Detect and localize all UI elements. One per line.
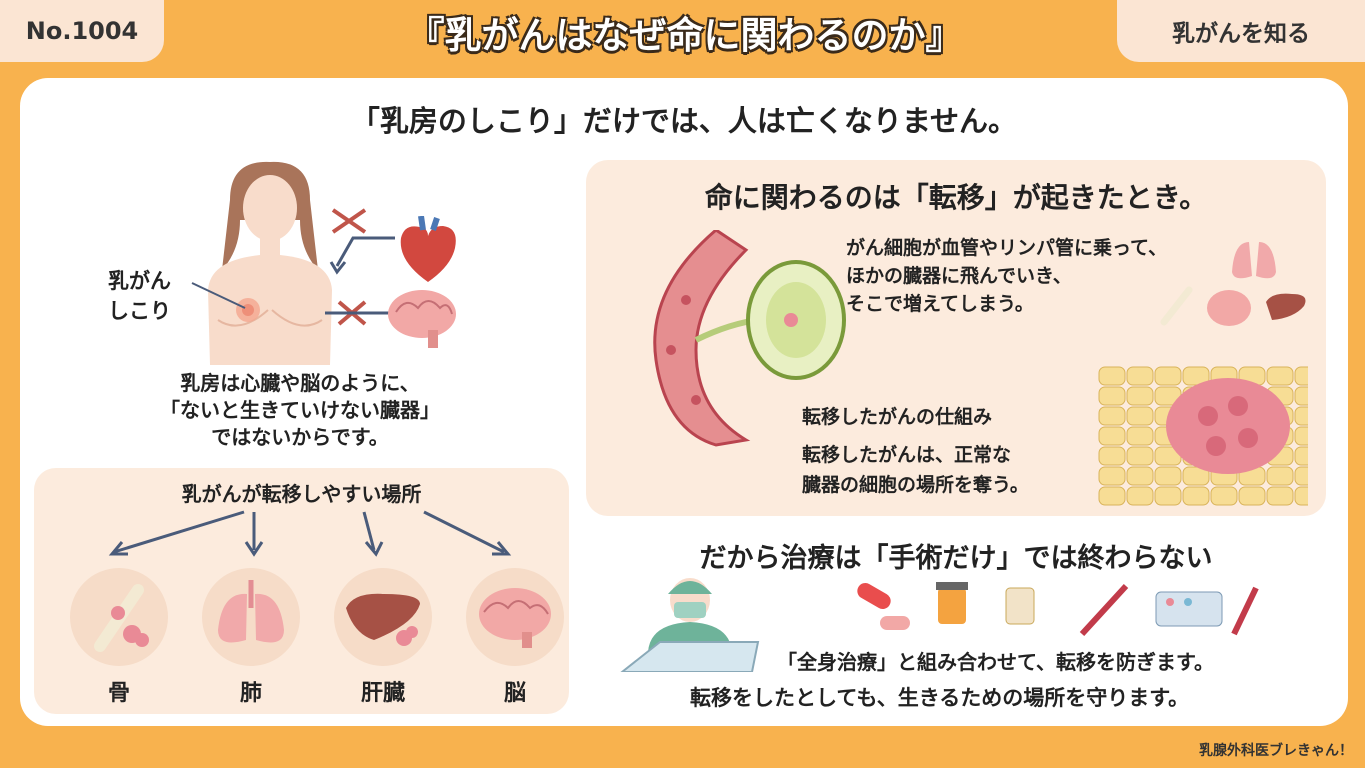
headline: 「乳房のしこり」だけでは、人は亡くなりません。 <box>350 104 1018 138</box>
metastasis-box: 命に関わるのは「転移」が起きたとき。 がん細胞が血管やリンパ管に乗って、 ほかの… <box>586 160 1326 516</box>
liver-icon <box>346 593 420 646</box>
liver-site <box>334 568 432 666</box>
main-panel: 「乳房のしこり」だけでは、人は亡くなりません。 乳がん しこり <box>20 78 1348 726</box>
blocked-arrow-heart <box>329 208 395 275</box>
mechanism-title: 転移したがんの仕組み <box>802 406 993 428</box>
brain-icon <box>388 290 456 348</box>
footer-credit: 乳腺外科医ブレきゃん！ <box>1199 743 1353 759</box>
surgeon-illustration <box>620 578 760 672</box>
brain-site <box>466 568 564 666</box>
spread-text-line2: ほかの臓器に飛んでいき、 <box>846 265 1072 287</box>
spread-text-line1: がん細胞が血管やリンパ管に乗って、 <box>846 237 1168 259</box>
heart-icon <box>400 216 456 282</box>
cells-tumor-illustration <box>1098 366 1308 506</box>
bone-icon <box>94 584 149 652</box>
blocked-arrow-brain <box>325 300 391 326</box>
spread-arrows <box>108 510 512 557</box>
explanation-line2: 「ないと生きていけない臓器」 <box>160 398 440 422</box>
explanation-text: 乳房は心臓や脳のように、 「ないと生きていけない臓器」 ではないからです。 <box>80 370 520 451</box>
explanation-line3: ではないからです。 <box>211 425 389 449</box>
site-label-bone: 骨 <box>107 681 130 706</box>
lump-label: 乳がん しこり <box>108 266 171 326</box>
lump-label-line1: 乳がん <box>108 269 171 293</box>
lungs-icon <box>218 580 284 643</box>
treatment-text-line2: 転移をしたとしても、生きるための場所を守ります。 <box>690 686 1190 710</box>
number-tag: No.1004 <box>0 0 164 62</box>
site-label-lung: 肺 <box>239 681 262 706</box>
spread-text: がん細胞が血管やリンパ管に乗って、 ほかの臓器に飛んでいき、 そこで増えてしまう… <box>846 234 1167 318</box>
woman-torso-illustration <box>208 161 332 365</box>
page-title: 『乳がんはなぜ命に関わるのか』 <box>407 14 963 57</box>
site-label-brain: 脳 <box>503 681 526 706</box>
explanation-line1: 乳房は心臓や脳のように、 <box>180 371 420 395</box>
lump-label-line2: しこり <box>108 299 171 323</box>
treatment-heading: だから治療は「手術だけ」では終わらない <box>699 543 1213 574</box>
metastasis-box-title: 乳がんが転移しやすい場所 <box>181 482 422 506</box>
lung-site <box>202 568 300 666</box>
pointer-line <box>191 282 246 309</box>
brain-icon <box>479 588 551 648</box>
blood-vessel-lymph-illustration <box>653 230 846 447</box>
category-tag: 乳がんを知る <box>1117 0 1365 62</box>
mechanism-line2: 臓器の細胞の場所を奪う。 <box>802 474 1029 496</box>
metastasis-sites-box: 乳がんが転移しやすい場所 <box>34 468 569 714</box>
metastasis-heading: 命に関わるのは「転移」が起きたとき。 <box>704 181 1208 214</box>
site-label-liver: 肝臓 <box>360 681 405 706</box>
bone-site <box>70 568 168 666</box>
treatment-icons <box>857 582 1259 637</box>
spread-text-line3: そこで増えてしまう。 <box>846 293 1034 315</box>
target-organs-icons <box>1160 242 1306 326</box>
mechanism-line1: 転移したがんは、正常な <box>802 444 1012 466</box>
treatment-text-line1: 「全身治療」と組み合わせて、転移を防ぎます。 <box>777 650 1214 674</box>
mechanism-text: 転移したがんの仕組み 転移したがんは、正常な 臓器の細胞の場所を奪う。 <box>802 402 1029 500</box>
